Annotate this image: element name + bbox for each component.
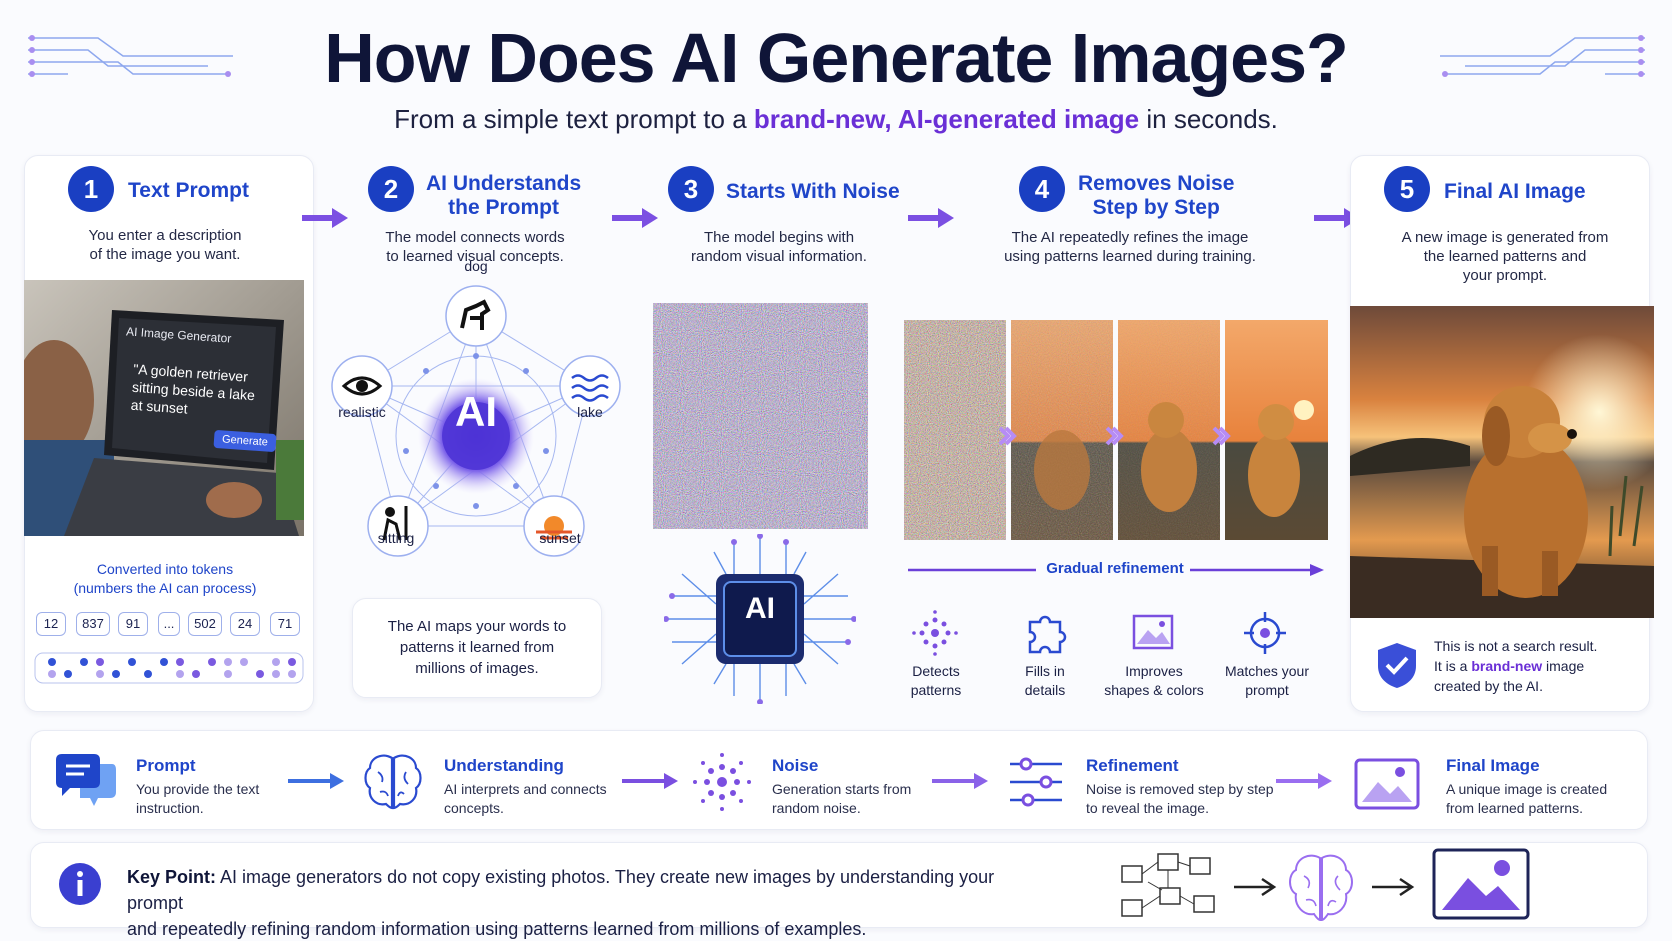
arrow-right-icon: [908, 208, 954, 228]
image-icon: [1132, 614, 1174, 650]
concept-label-realistic: realistic: [338, 404, 386, 420]
step-1-number: 1: [68, 166, 114, 212]
arrow-right-icon: [622, 773, 678, 789]
brain-outline-icon: [1289, 854, 1353, 922]
noise-dots-icon: [693, 753, 751, 811]
circuit-decoration-left: [28, 35, 233, 77]
key-point-box: [30, 842, 1648, 928]
final-image-icon: [1354, 758, 1420, 810]
result-image-icon: [1432, 848, 1530, 920]
arrow-right-icon: [302, 208, 348, 228]
summary-title-prompt: Prompt: [136, 756, 196, 775]
photo-collection-icon: [1121, 853, 1215, 917]
arrow-right-icon: [1314, 208, 1360, 228]
token: 71: [270, 612, 300, 636]
concept-label-sitting: sitting: [377, 530, 415, 546]
arrow-right-icon: [1234, 877, 1277, 897]
detect-patterns-icon: [912, 610, 958, 656]
ai-chip-icon: [664, 534, 856, 704]
step-2-number: 2: [368, 166, 414, 212]
arrow-right-icon: [932, 773, 988, 789]
token: 24: [230, 612, 260, 636]
token: 837: [76, 612, 110, 636]
denoise-sequence: [904, 320, 1328, 540]
chip-label: AI: [745, 592, 775, 625]
ai-center-label: AI: [455, 388, 497, 435]
brain-icon: [364, 754, 422, 810]
summary-title-refinement: Refinement: [1086, 756, 1179, 775]
chat-bubbles-icon: [56, 754, 116, 806]
arrow-right-icon: [1372, 877, 1415, 897]
concept-label-dog: dog: [464, 258, 488, 274]
step-3-title: Starts With Noise: [726, 180, 900, 203]
key-point-text: Key Point: AI image generators do not co…: [127, 867, 995, 939]
info-icon: [59, 863, 101, 905]
arrow-right-icon: [1276, 773, 1332, 789]
concept-note: [352, 598, 602, 698]
concept-network: [331, 285, 621, 557]
concept-label-lake: lake: [577, 404, 603, 420]
step-3-number: 3: [668, 166, 714, 212]
token: 12: [36, 612, 66, 636]
token-dots: [34, 652, 304, 684]
refinement-label: Gradual refinement: [1046, 560, 1184, 577]
token: ...: [158, 612, 180, 636]
summary-title-final: Final Image: [1446, 756, 1540, 775]
target-icon: [1244, 612, 1286, 654]
sliders-icon: [1010, 757, 1062, 807]
summary-title-noise: Noise: [772, 756, 819, 775]
laptop-photo: [24, 280, 304, 536]
concept-label-sunset: sunset: [539, 530, 581, 546]
step-1-title: Text Prompt: [128, 179, 249, 202]
final-dog-image: [1350, 306, 1654, 618]
circuit-decoration-right: [1440, 35, 1645, 77]
refinement-arrow: [908, 564, 1324, 576]
arrow-right-icon: [612, 208, 658, 228]
tokens-caption: Converted into tokens(numbers the AI can…: [73, 561, 257, 596]
step-4-number: 4: [1019, 166, 1065, 212]
token: 91: [118, 612, 148, 636]
arrow-right-icon: [288, 773, 344, 789]
page-subtitle: From a simple text prompt to a brand-new…: [394, 104, 1278, 134]
step-5-number: 5: [1384, 166, 1430, 212]
shield-check-icon: [1378, 643, 1416, 688]
final-note: This is not a search result.It is a bran…: [1434, 638, 1598, 694]
summary-title-understanding: Understanding: [444, 756, 564, 775]
noise-image: [653, 303, 868, 529]
page-title: How Does AI Generate Images?: [324, 19, 1349, 97]
step-5-title: Final AI Image: [1444, 180, 1586, 203]
token: 502: [188, 612, 222, 636]
puzzle-icon: [1028, 615, 1067, 654]
